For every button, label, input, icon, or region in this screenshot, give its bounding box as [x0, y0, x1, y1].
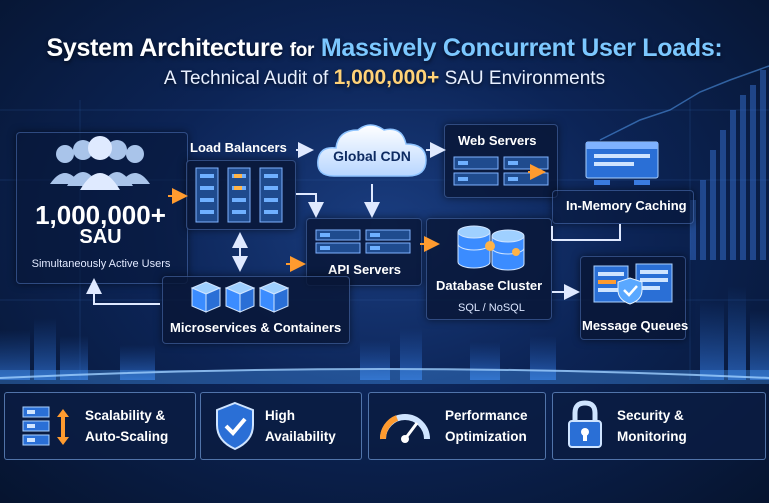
database-sub-label: SQL / NoSQL [458, 302, 525, 314]
message-queue-icon [593, 263, 673, 305]
feature-availability-line2: Availability [265, 429, 336, 444]
padlock-icon [568, 400, 602, 448]
feature-performance-line1: Performance [445, 408, 528, 423]
users-unit: SAU [79, 226, 122, 248]
feature-performance-line2: Optimization [445, 429, 527, 444]
feature-card-availability: High Availability [200, 392, 362, 460]
users-description: Simultaneously Active Users [31, 258, 171, 270]
api-servers-label: API Servers [328, 262, 401, 277]
users-count: 1,000,000+ [35, 200, 166, 230]
load-balancers-label: Load Balancers [190, 140, 287, 155]
feature-scalability-line2: Auto-Scaling [85, 429, 169, 444]
subtitle-part-2: 1,000,000+ [333, 66, 440, 89]
title-part-3: Massively Concurrent User Loads: [320, 34, 723, 62]
web-servers-label: Web Servers [458, 133, 537, 148]
microservices-node [162, 276, 350, 344]
server-scaling-icon [22, 406, 69, 446]
feature-security-line2: Monitoring [617, 429, 687, 444]
page-subtitle: A Technical Audit of 1,000,000+ SAU Envi… [0, 66, 769, 90]
subtitle-part-3: SAU Environments [444, 68, 606, 89]
page-title: System Architecture for Massively Concur… [0, 34, 769, 63]
container-cubes-icon [190, 281, 290, 313]
caching-node [552, 190, 694, 224]
title-part-1: System Architecture [46, 34, 284, 62]
cache-window-icon [585, 141, 659, 185]
database-label: Database Cluster [436, 278, 543, 293]
message-queues-label: Message Queues [582, 318, 689, 333]
title-part-2: for [289, 40, 315, 61]
feature-availability-line1: High [265, 408, 295, 423]
caching-label: In-Memory Caching [566, 198, 687, 213]
feature-card-performance: Performance Optimization [368, 392, 546, 460]
subtitle-part-1: A Technical Audit of [163, 68, 329, 89]
database-cylinders-icon [457, 225, 525, 271]
server-rack-icon [195, 167, 283, 223]
cloud-icon [317, 124, 427, 177]
feature-card-security: Security & Monitoring [552, 392, 766, 460]
feature-card-scalability: Scalability & Auto-Scaling [4, 392, 196, 460]
feature-security-line1: Security & [617, 408, 684, 423]
users-group-icon [50, 136, 150, 190]
speedometer-icon [380, 414, 430, 443]
web-server-icon [453, 156, 549, 186]
shield-check-icon [216, 401, 254, 451]
feature-scalability-line1: Scalability & [85, 408, 166, 423]
microservices-label: Microservices & Containers [170, 320, 342, 335]
global-cdn-label: Global CDN [333, 148, 411, 164]
api-server-icon [315, 229, 411, 254]
